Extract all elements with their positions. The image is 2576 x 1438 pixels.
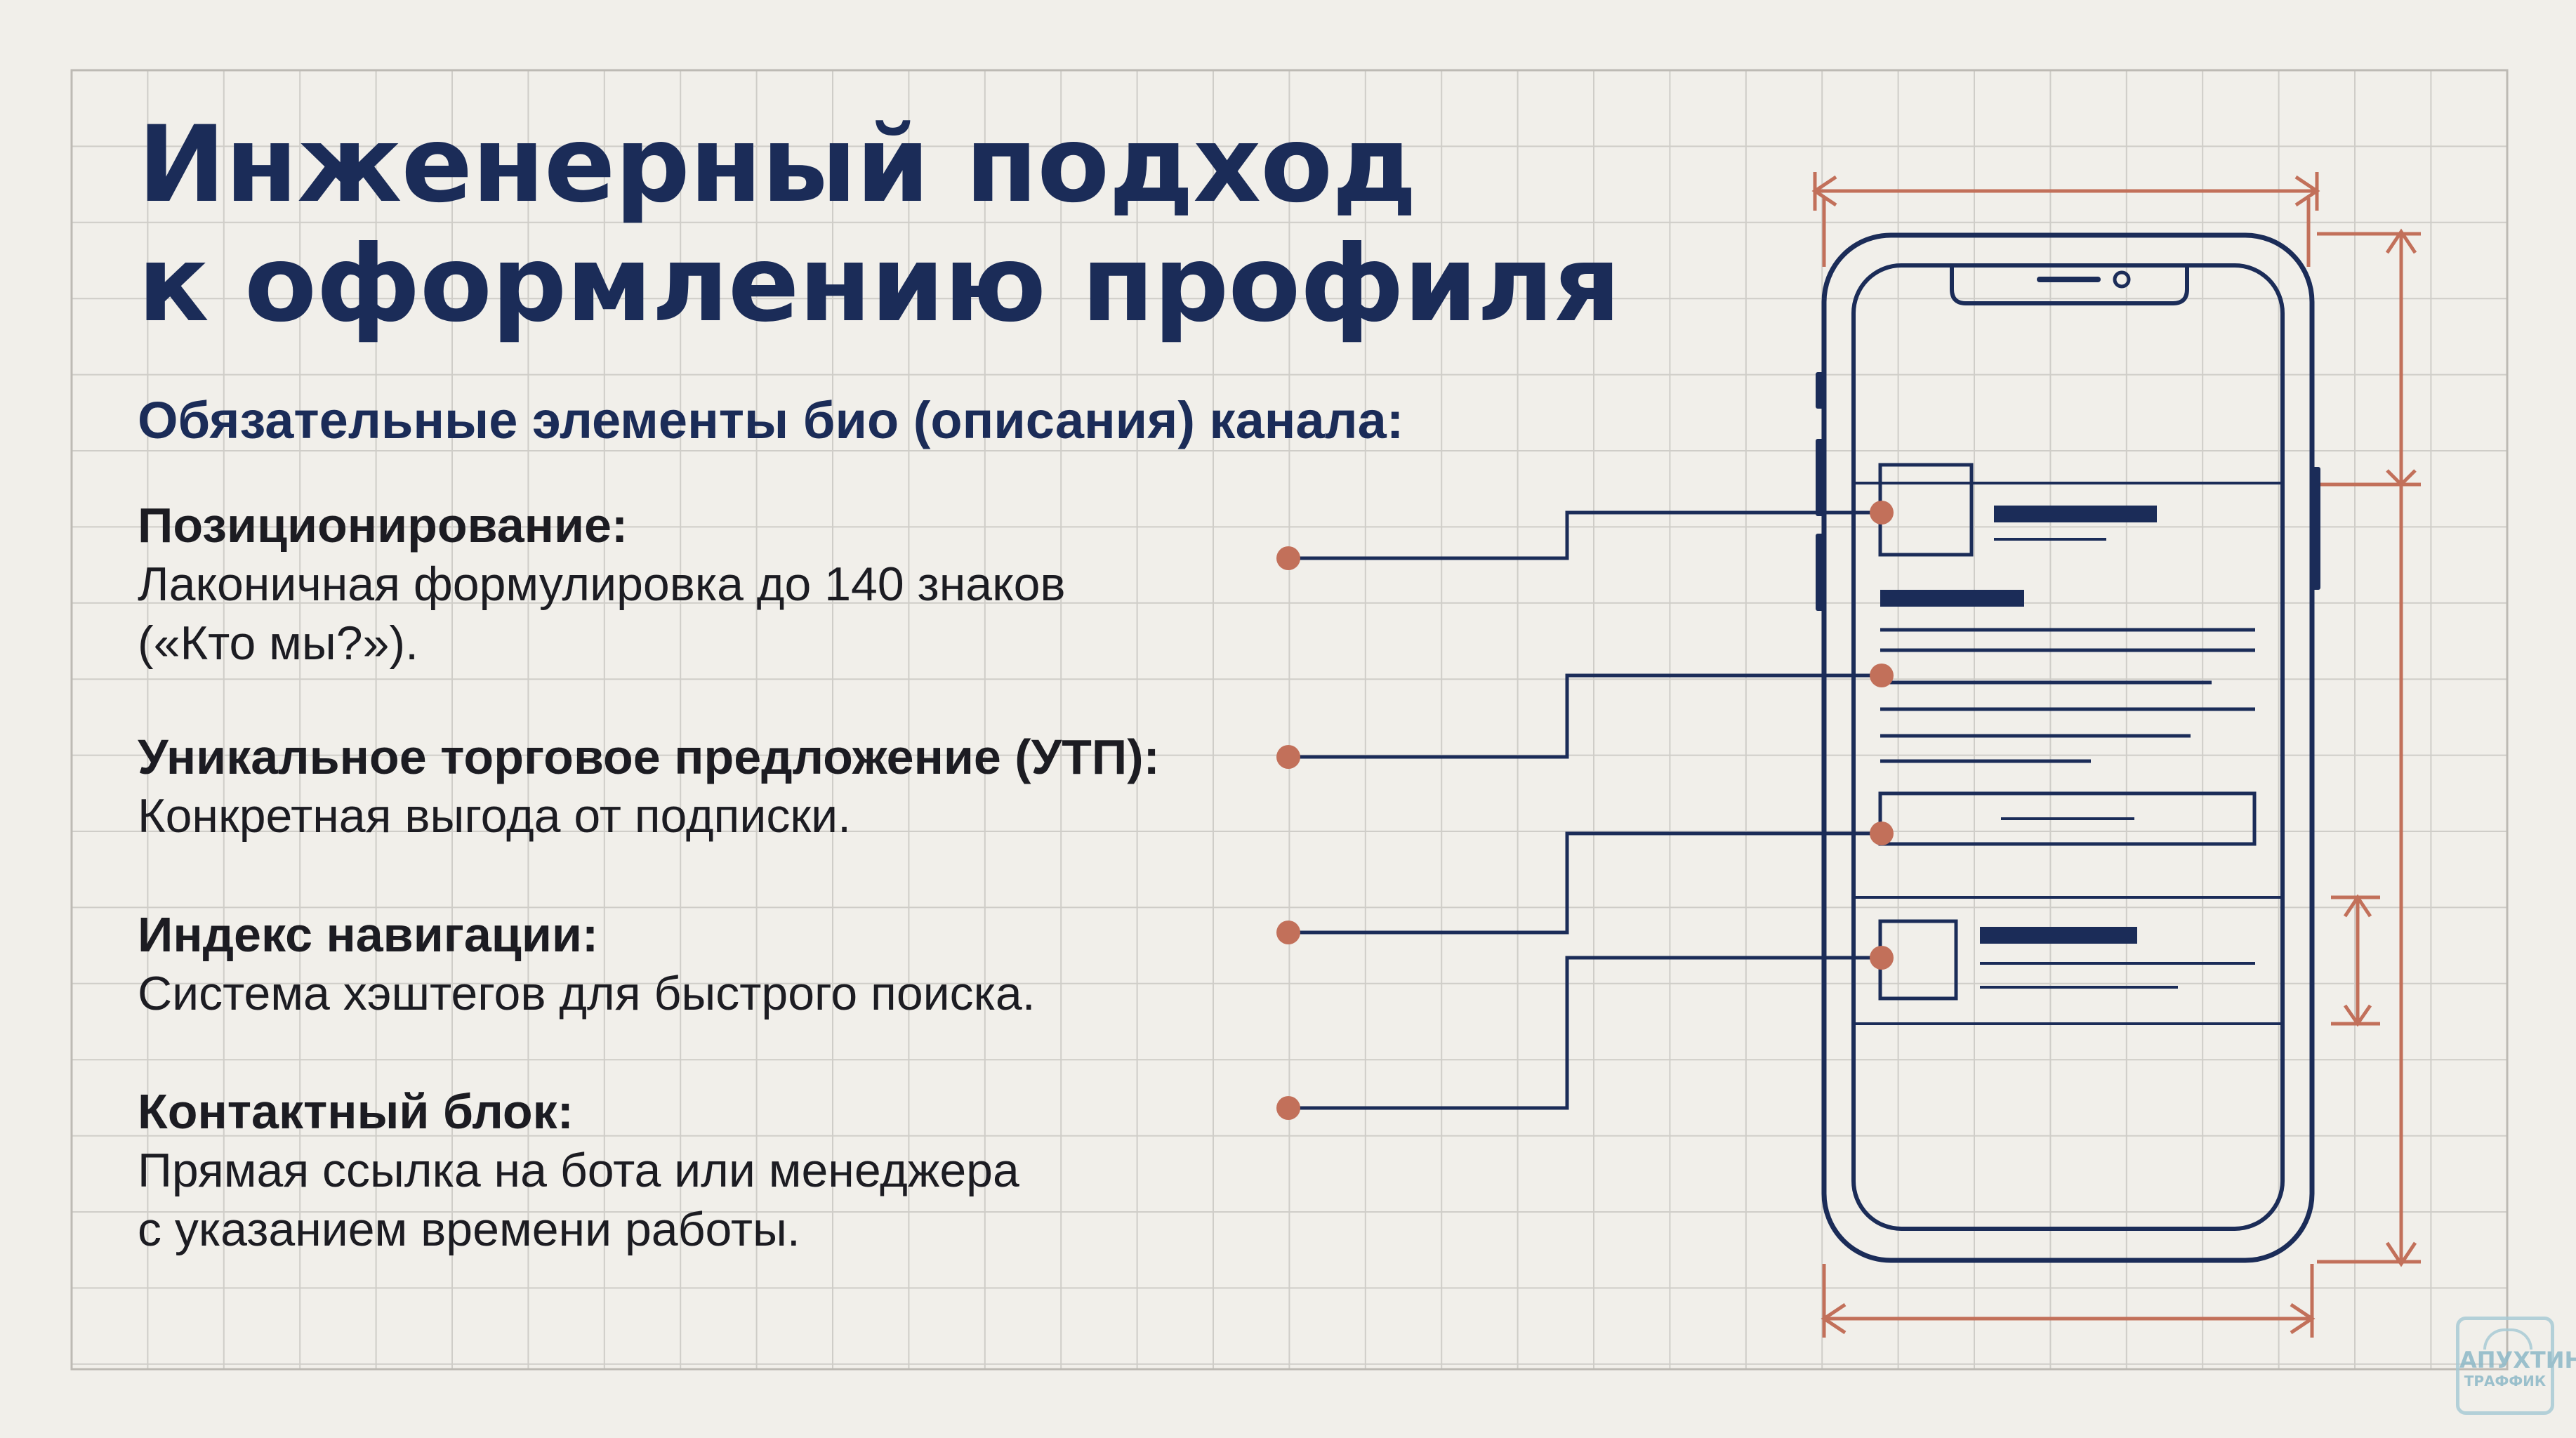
brand-logo: АПУХТИН ТРАФФИК — [2456, 1317, 2576, 1415]
item-description: Лаконичная формулировка до 140 знаков («… — [138, 558, 1066, 670]
title-line-2: к оформлению профиля — [138, 223, 1620, 345]
bio-item-usp: Уникальное торговое предложение (УТП): К… — [138, 727, 1160, 845]
connector-dot-navigation — [1276, 921, 1300, 944]
item-heading: Позиционирование: — [138, 498, 628, 553]
grid-border — [70, 69, 2509, 1371]
target-dot-link — [1870, 822, 1894, 845]
target-dot-contact-card — [1870, 946, 1894, 970]
item-description: Конкретная выгода от подписки. — [138, 789, 851, 843]
connector-dot-positioning — [1276, 546, 1300, 570]
logo-line-2: ТРАФФИК — [2464, 1373, 2547, 1390]
bio-item-navigation-index: Индекс навигации: Система хэштегов для б… — [138, 905, 1036, 1023]
target-dot-description — [1870, 664, 1894, 687]
section-subtitle: Обязательные элементы био (описания) кан… — [138, 391, 1404, 449]
logo-line-1: АПУХТИН — [2459, 1347, 2576, 1373]
phone-outline — [1821, 232, 2315, 1263]
connector-dot-usp — [1276, 745, 1300, 769]
bio-item-positioning: Позиционирование: Лаконичная формулировк… — [138, 496, 1066, 673]
connector-dot-contact — [1276, 1096, 1300, 1120]
logo-arc-icon — [2483, 1328, 2532, 1350]
bio-item-contact-block: Контактный блок: Прямая ссылка на бота и… — [138, 1082, 1019, 1259]
link-button-placeholder — [1878, 791, 2257, 846]
item-heading: Контактный блок: — [138, 1084, 574, 1139]
item-heading: Уникальное торговое предложение (УТП): — [138, 730, 1160, 784]
item-description: Прямая ссылка на бота или менеджера с ук… — [138, 1144, 1019, 1256]
connector-dots — [1276, 501, 1894, 1120]
phone-side-buttons — [1816, 372, 2320, 611]
screen-content — [1854, 463, 2283, 1025]
dimension-lines — [1811, 172, 2421, 1338]
target-dot-avatar — [1870, 501, 1894, 525]
page-title: Инженерный подход к оформлению профиля — [138, 105, 1620, 344]
item-heading: Индекс навигации: — [138, 907, 599, 962]
item-description: Система хэштегов для быстрого поиска. — [138, 967, 1036, 1020]
title-line-1: Инженерный подход — [138, 104, 1417, 226]
avatar-placeholder — [1878, 463, 1974, 557]
connector-lines — [1288, 510, 1882, 1110]
